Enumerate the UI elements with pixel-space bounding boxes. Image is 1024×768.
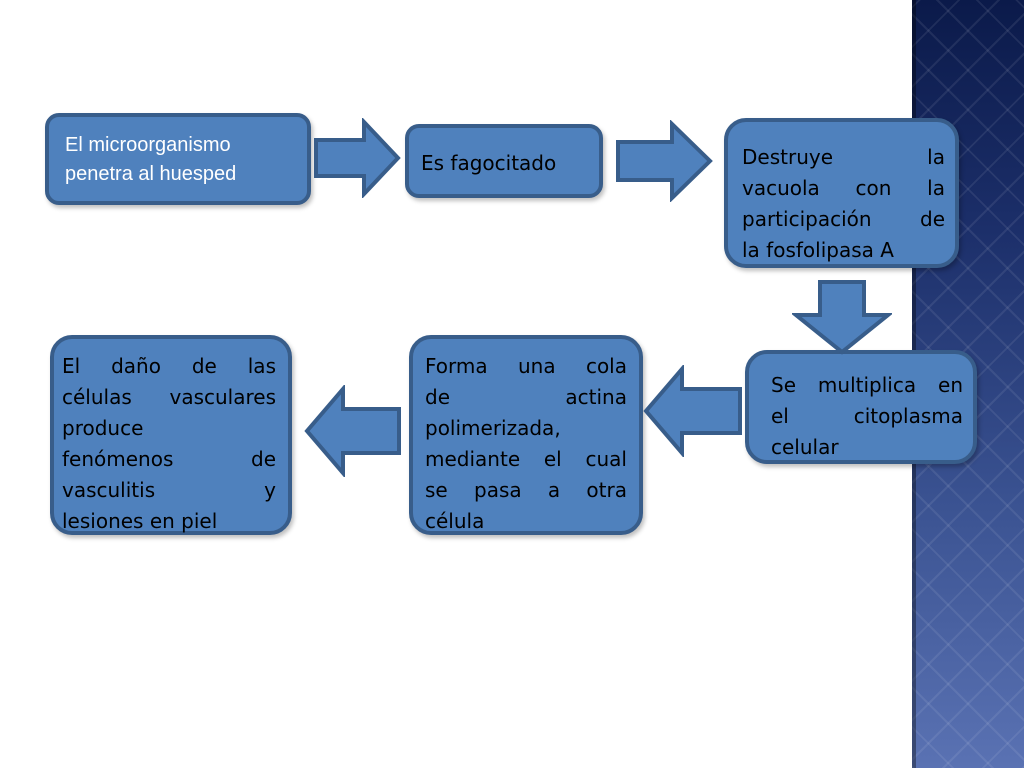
flow-step-1-box: El microorganismo penetra al huesped xyxy=(45,113,311,205)
flow-step-5-line-5: se pasa a otra xyxy=(425,478,627,502)
left-arrow-icon xyxy=(643,365,742,457)
flow-step-3-line-3: participación de xyxy=(742,207,945,231)
flow-step-2-box: Es fagocitado xyxy=(405,124,603,198)
flow-step-4-box: Se multiplica en el citoplasma celular xyxy=(745,350,977,464)
flow-step-5-line-6: célula xyxy=(425,509,485,533)
arrow-step3-to-step4 xyxy=(792,279,892,355)
flow-step-6-box: El daño de las células vasculares produc… xyxy=(50,335,292,535)
down-arrow-icon xyxy=(792,280,892,355)
flow-step-4-line-3: celular xyxy=(771,435,839,459)
flow-step-5-line-2: de actina xyxy=(425,385,627,409)
right-arrow-icon xyxy=(616,120,713,202)
flow-step-4-line-2: el citoplasma xyxy=(771,404,963,428)
flow-step-1-line-1: El microorganismo xyxy=(65,134,231,156)
flow-step-2-text: Es fagocitado xyxy=(421,151,557,175)
flow-step-3-line-1: Destruye la xyxy=(742,145,945,169)
flow-step-5-box: Forma una cola de actina polimerizada, m… xyxy=(409,335,643,535)
right-arrow-icon xyxy=(314,118,401,198)
flow-step-5-line-3: polimerizada, xyxy=(425,416,561,440)
flow-step-3-box: Destruye la vacuola con la participación… xyxy=(724,118,959,268)
flow-step-6-line-6: lesiones en piel xyxy=(62,509,218,533)
arrow-step2-to-step3 xyxy=(614,120,714,202)
arrow-step5-to-step6 xyxy=(303,385,403,477)
flow-step-5-line-1: Forma una cola xyxy=(425,354,627,378)
flow-step-6-line-4: fenómenos de xyxy=(62,447,276,471)
flow-step-6-line-2: células vasculares xyxy=(62,385,276,409)
flow-step-6-line-3: produce xyxy=(62,416,144,440)
flow-step-6-line-1: El daño de las xyxy=(62,354,276,378)
left-arrow-icon xyxy=(304,385,401,477)
arrow-step1-to-step2 xyxy=(312,118,402,198)
flow-step-1-line-2: penetra al huesped xyxy=(65,163,237,185)
flow-step-3-line-4: la fosfolipasa A xyxy=(742,238,894,262)
arrow-step4-to-step5 xyxy=(642,365,744,457)
flow-step-3-line-2: vacuola con la xyxy=(742,176,945,200)
flow-step-6-line-5: vasculitis y xyxy=(62,478,276,502)
flow-step-5-line-4: mediante el cual xyxy=(425,447,627,471)
flow-step-4-line-1: Se multiplica en xyxy=(771,373,963,397)
